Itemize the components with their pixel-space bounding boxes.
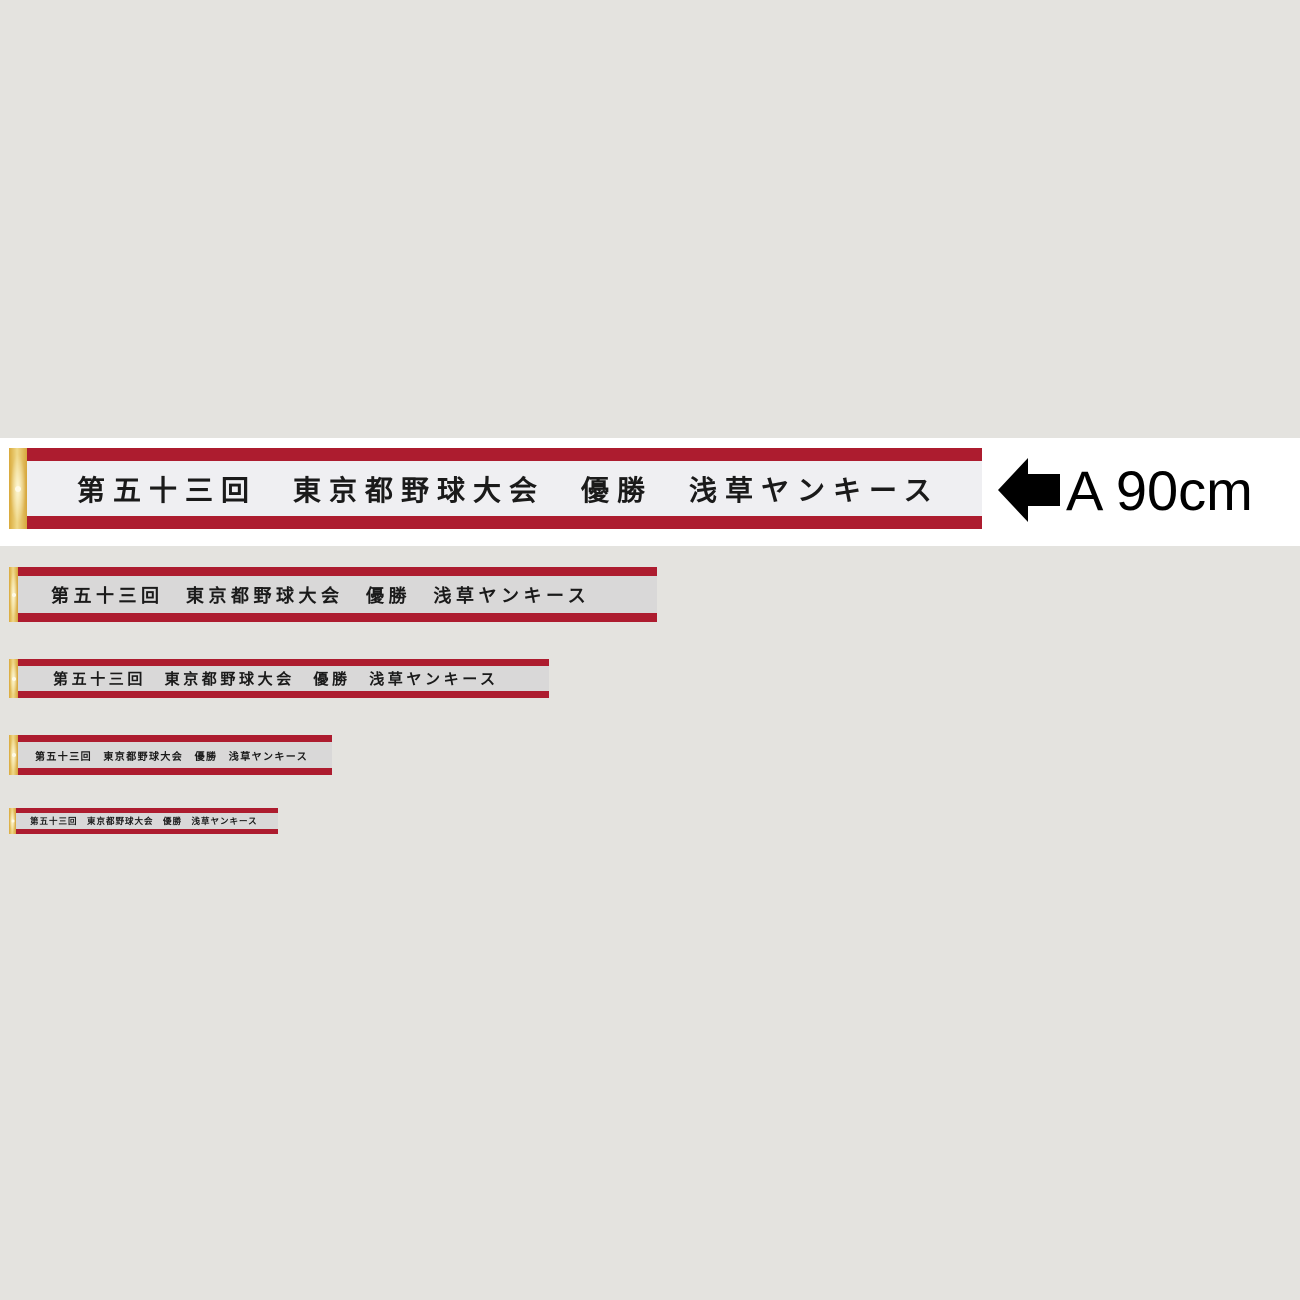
hanging-hole-icon: [11, 592, 16, 597]
banner-text: 第五十三回 東京都野球大会 優勝 浅草ヤンキース: [30, 817, 258, 827]
size-label: A 90cm: [998, 454, 1253, 526]
gold-cap: [9, 808, 16, 834]
left-arrow-icon: [998, 458, 1060, 522]
gold-cap: [9, 659, 18, 698]
banner-text: 第五十三回 東京都野球大会 優勝 浅草ヤンキース: [77, 473, 940, 507]
banner-d: 第五十三回 東京都野球大会 優勝 浅草ヤンキース: [9, 735, 332, 775]
hanging-hole-icon: [11, 676, 16, 681]
banner-c: 第五十三回 東京都野球大会 優勝 浅草ヤンキース: [9, 659, 549, 698]
banner-text: 第五十三回 東京都野球大会 優勝 浅草ヤンキース: [53, 670, 499, 688]
banner-a: 第五十三回 東京都野球大会 優勝 浅草ヤンキース: [9, 448, 982, 529]
gold-cap: [9, 567, 18, 622]
hanging-hole-icon: [11, 753, 16, 757]
gold-cap: [9, 448, 27, 529]
banner-e: 第五十三回 東京都野球大会 優勝 浅草ヤンキース: [9, 808, 278, 834]
banner-text: 第五十三回 東京都野球大会 優勝 浅草ヤンキース: [51, 585, 591, 607]
banner-text: 第五十三回 東京都野球大会 優勝 浅草ヤンキース: [35, 751, 309, 763]
banner-b: 第五十三回 東京都野球大会 優勝 浅草ヤンキース: [9, 567, 657, 622]
size-label-text: A 90cm: [1066, 458, 1253, 522]
hanging-hole-icon: [15, 485, 21, 492]
hanging-hole-icon: [11, 819, 14, 823]
gold-cap: [9, 735, 18, 775]
